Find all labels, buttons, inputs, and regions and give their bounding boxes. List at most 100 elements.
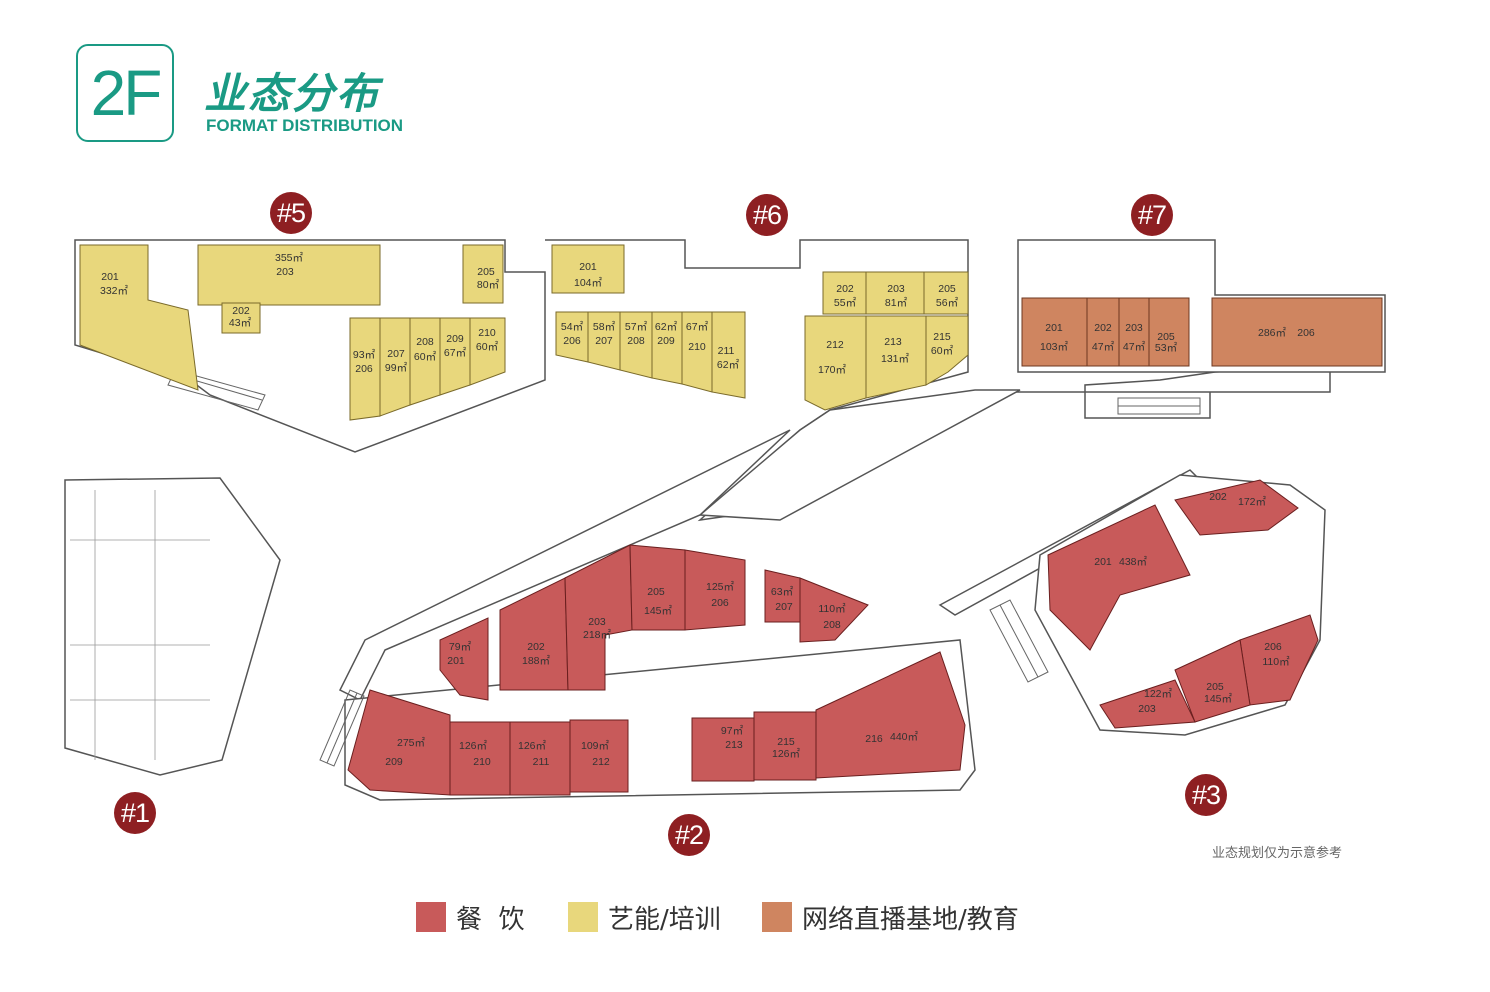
unit-label-b5-206-num: 206	[355, 363, 373, 375]
legend-label-dining: 餐 饮	[456, 904, 525, 935]
escalator-b7	[1117, 397, 1201, 415]
unit-label-b2-201-area: 79㎡	[449, 641, 472, 653]
b1-grid	[70, 490, 210, 760]
page-subtitle: FORMAT DISTRIBUTION	[206, 116, 404, 135]
unit-label-b5-201-area: 332㎡	[100, 285, 129, 297]
unit-label-b2-202-area: 188㎡	[522, 655, 551, 667]
unit-b2-206	[684, 549, 746, 631]
unit-label-b6-205-num: 205	[938, 283, 956, 295]
unit-label-b5-210-num: 210	[478, 327, 496, 339]
unit-label-b5-210-area: 60㎡	[476, 341, 499, 353]
unit-label-b3-203-area: 122㎡	[1144, 688, 1173, 700]
unit-b7-203	[1118, 297, 1150, 367]
unit-label-b6-206-area: 54㎡	[561, 321, 584, 333]
unit-label-b3-201-area: 438㎡	[1119, 556, 1148, 568]
unit-label-b2-216-num: 216	[865, 733, 883, 745]
unit-label-b2-203-num: 203	[588, 616, 606, 628]
unit-b2-210	[449, 721, 511, 796]
unit-label-b6-201-area: 104㎡	[574, 277, 603, 289]
unit-b7-205	[1148, 297, 1190, 367]
unit-label-b6-213-area: 131㎡	[881, 353, 910, 365]
unit-b5-202	[221, 302, 261, 334]
building-tag-6: #6	[746, 194, 788, 236]
unit-label-b5-208-num: 208	[416, 336, 434, 348]
unit-label-b5-205-num: 205	[477, 266, 495, 278]
unit-label-b7-206-num: 206	[1297, 327, 1315, 339]
unit-label-b6-209-area: 62㎡	[655, 321, 678, 333]
unit-label-b6-206-num: 206	[563, 335, 581, 347]
unit-label-b2-205-num: 205	[647, 586, 665, 598]
unit-label-b2-213-num: 213	[725, 739, 743, 751]
page-title: 业态分布	[204, 69, 381, 118]
unit-label-b7-205-num: 205	[1157, 331, 1175, 343]
unit-label-b2-207-num: 207	[775, 601, 793, 613]
unit-label-b2-206-area: 125㎡	[706, 581, 735, 593]
unit-label-b2-212-num: 212	[592, 756, 610, 768]
escalator-b2	[319, 689, 365, 767]
unit-b5-210	[469, 317, 506, 386]
unit-label-b2-211-area: 126㎡	[518, 740, 547, 752]
unit-b7-206	[1211, 297, 1383, 367]
unit-label-b5-202-area: 43㎡	[229, 317, 252, 329]
unit-label-b3-203-num: 203	[1138, 703, 1156, 715]
unit-label-b6-203-area: 81㎡	[885, 297, 908, 309]
unit-label-b2-201-num: 201	[447, 655, 465, 667]
unit-label-b5-207-num: 207	[387, 348, 405, 360]
unit-label-b3-202-num: 202	[1209, 491, 1227, 503]
unit-label-b6-207-area: 58㎡	[593, 321, 616, 333]
unit-label-b2-210-num: 210	[473, 756, 491, 768]
unit-b3-205	[1174, 639, 1251, 723]
unit-b2-216	[815, 651, 966, 779]
unit-label-b5-201-num: 201	[101, 271, 119, 283]
unit-label-b6-205-area: 56㎡	[936, 297, 959, 309]
unit-label-b7-202-num: 202	[1094, 322, 1112, 334]
unit-label-b2-216-area: 440㎡	[890, 731, 919, 743]
legend-label-arts: 艺能/培训	[608, 904, 721, 935]
unit-b2-213	[691, 717, 755, 782]
building-tag-5: #5	[270, 192, 312, 234]
unit-label-b2-206-num: 206	[711, 597, 729, 609]
unit-label-b2-209-num: 209	[385, 756, 403, 768]
unit-label-b2-203-area: 218㎡	[583, 629, 612, 641]
unit-label-b3-205-num: 205	[1206, 681, 1224, 693]
unit-label-b6-215-num: 215	[933, 331, 951, 343]
unit-label-b2-205-area: 145㎡	[644, 605, 673, 617]
unit-label-b6-208-num: 208	[627, 335, 645, 347]
unit-label-b3-202-area: 172㎡	[1238, 496, 1267, 508]
unit-label-b5-209-num: 209	[446, 333, 464, 345]
unit-label-b6-210-num: 210	[688, 341, 706, 353]
unit-label-b6-212-num: 212	[826, 339, 844, 351]
unit-label-b7-202-area: 47㎡	[1092, 341, 1115, 353]
unit-label-b5-205-area: 80㎡	[477, 279, 500, 291]
outline-b1	[64, 477, 281, 776]
disclaimer-note: 业态规划仅为示意参考	[1212, 846, 1343, 861]
unit-b5-205	[462, 244, 504, 304]
escalator-b3	[989, 599, 1049, 683]
unit-label-b7-205-area: 53㎡	[1155, 342, 1178, 354]
unit-label-b3-201-num: 201	[1094, 556, 1112, 568]
unit-label-b2-208-num: 208	[823, 619, 841, 631]
unit-label-b6-215-area: 60㎡	[931, 345, 954, 357]
unit-b2-212	[569, 719, 629, 793]
unit-label-b2-213-area: 97㎡	[721, 725, 744, 737]
unit-label-b6-210-area: 67㎡	[686, 321, 709, 333]
unit-label-b6-208-area: 57㎡	[625, 321, 648, 333]
floor-badge: 2F	[76, 44, 174, 142]
unit-label-b6-202-num: 202	[836, 283, 854, 295]
unit-label-b5-208-area: 60㎡	[414, 351, 437, 363]
unit-b6-205	[923, 271, 969, 315]
unit-b3-201	[1047, 504, 1191, 651]
unit-b7-202	[1086, 297, 1120, 367]
unit-b5-201	[79, 244, 199, 391]
unit-label-b6-211-num: 211	[718, 345, 735, 357]
unit-b2-201	[439, 617, 489, 701]
unit-label-b7-201-num: 201	[1045, 322, 1063, 334]
unit-label-b7-203-area: 47㎡	[1123, 341, 1146, 353]
legend-item-arts: 艺能/培训	[568, 900, 721, 935]
unit-b7-201	[1021, 297, 1088, 367]
unit-label-b3-206-num: 206	[1264, 641, 1282, 653]
unit-b3-202	[1174, 479, 1299, 536]
unit-label-b2-208-area: 110㎡	[818, 603, 846, 615]
unit-label-b2-209-area: 275㎡	[397, 737, 426, 749]
